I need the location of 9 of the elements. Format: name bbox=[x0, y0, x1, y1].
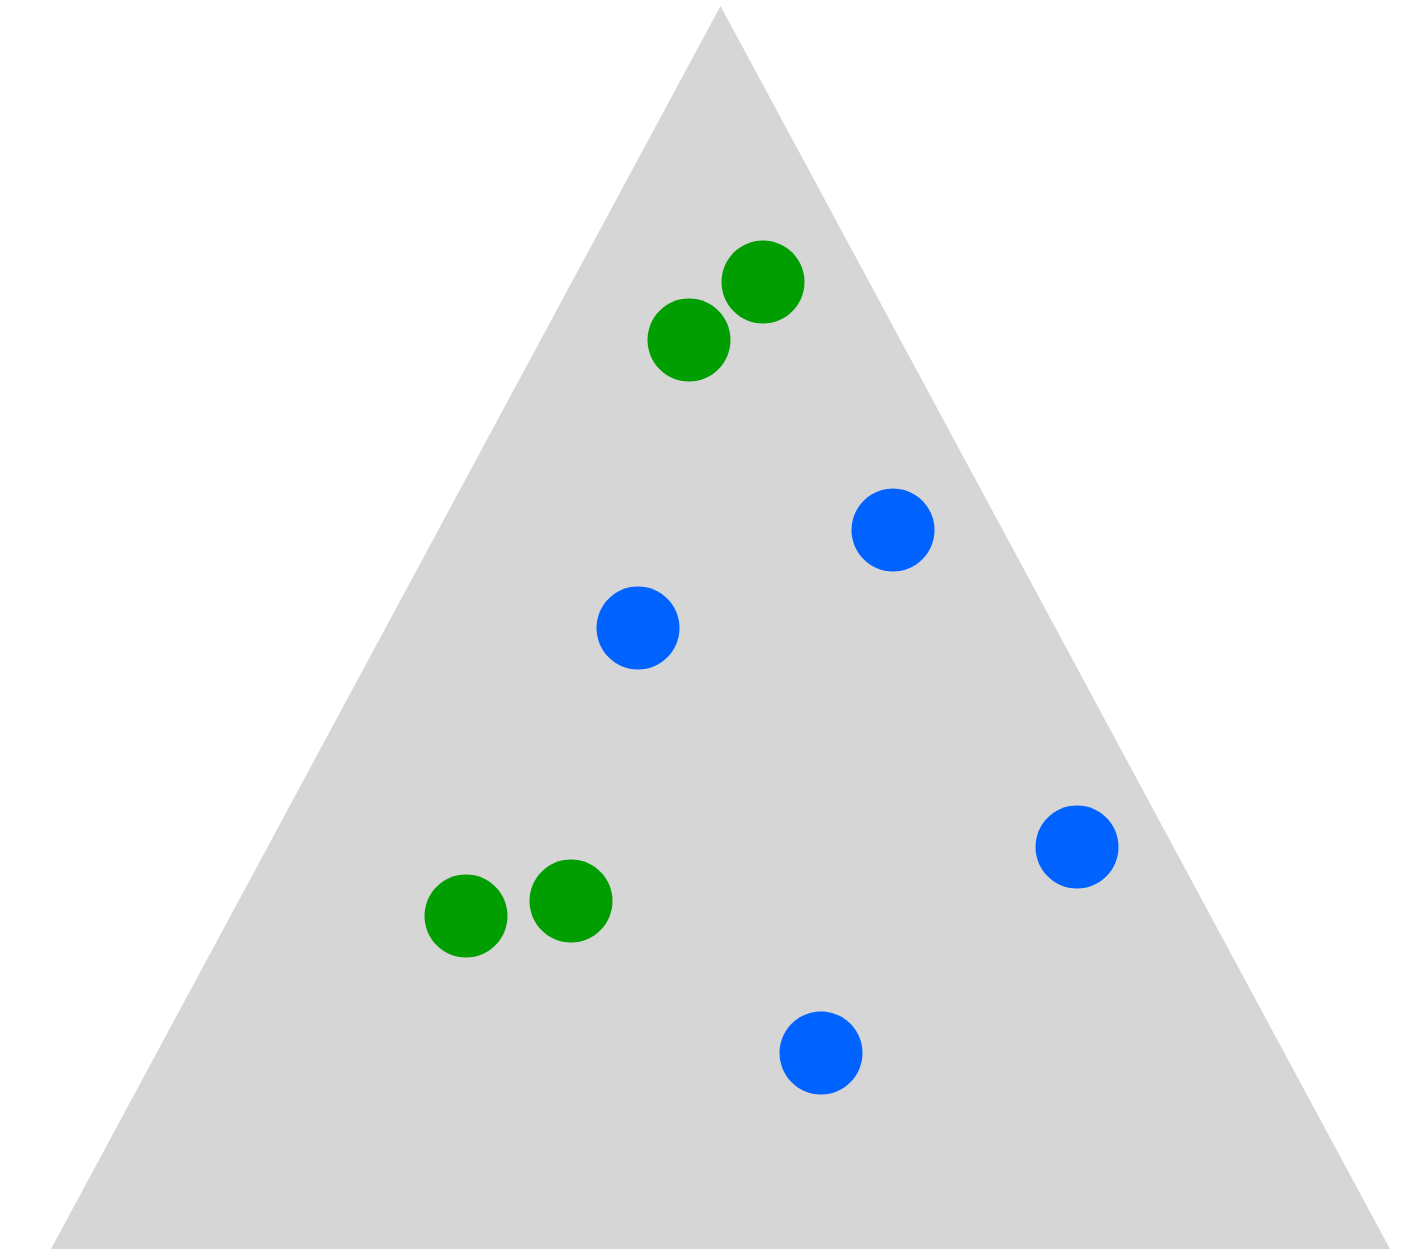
dot bbox=[647, 298, 731, 382]
dot bbox=[1035, 805, 1119, 889]
dot bbox=[529, 859, 613, 943]
dot bbox=[424, 874, 508, 958]
dot bbox=[851, 488, 935, 572]
dot bbox=[596, 586, 680, 670]
triangle bbox=[51, 6, 1390, 1249]
dot bbox=[721, 240, 805, 324]
dot bbox=[779, 1011, 863, 1095]
